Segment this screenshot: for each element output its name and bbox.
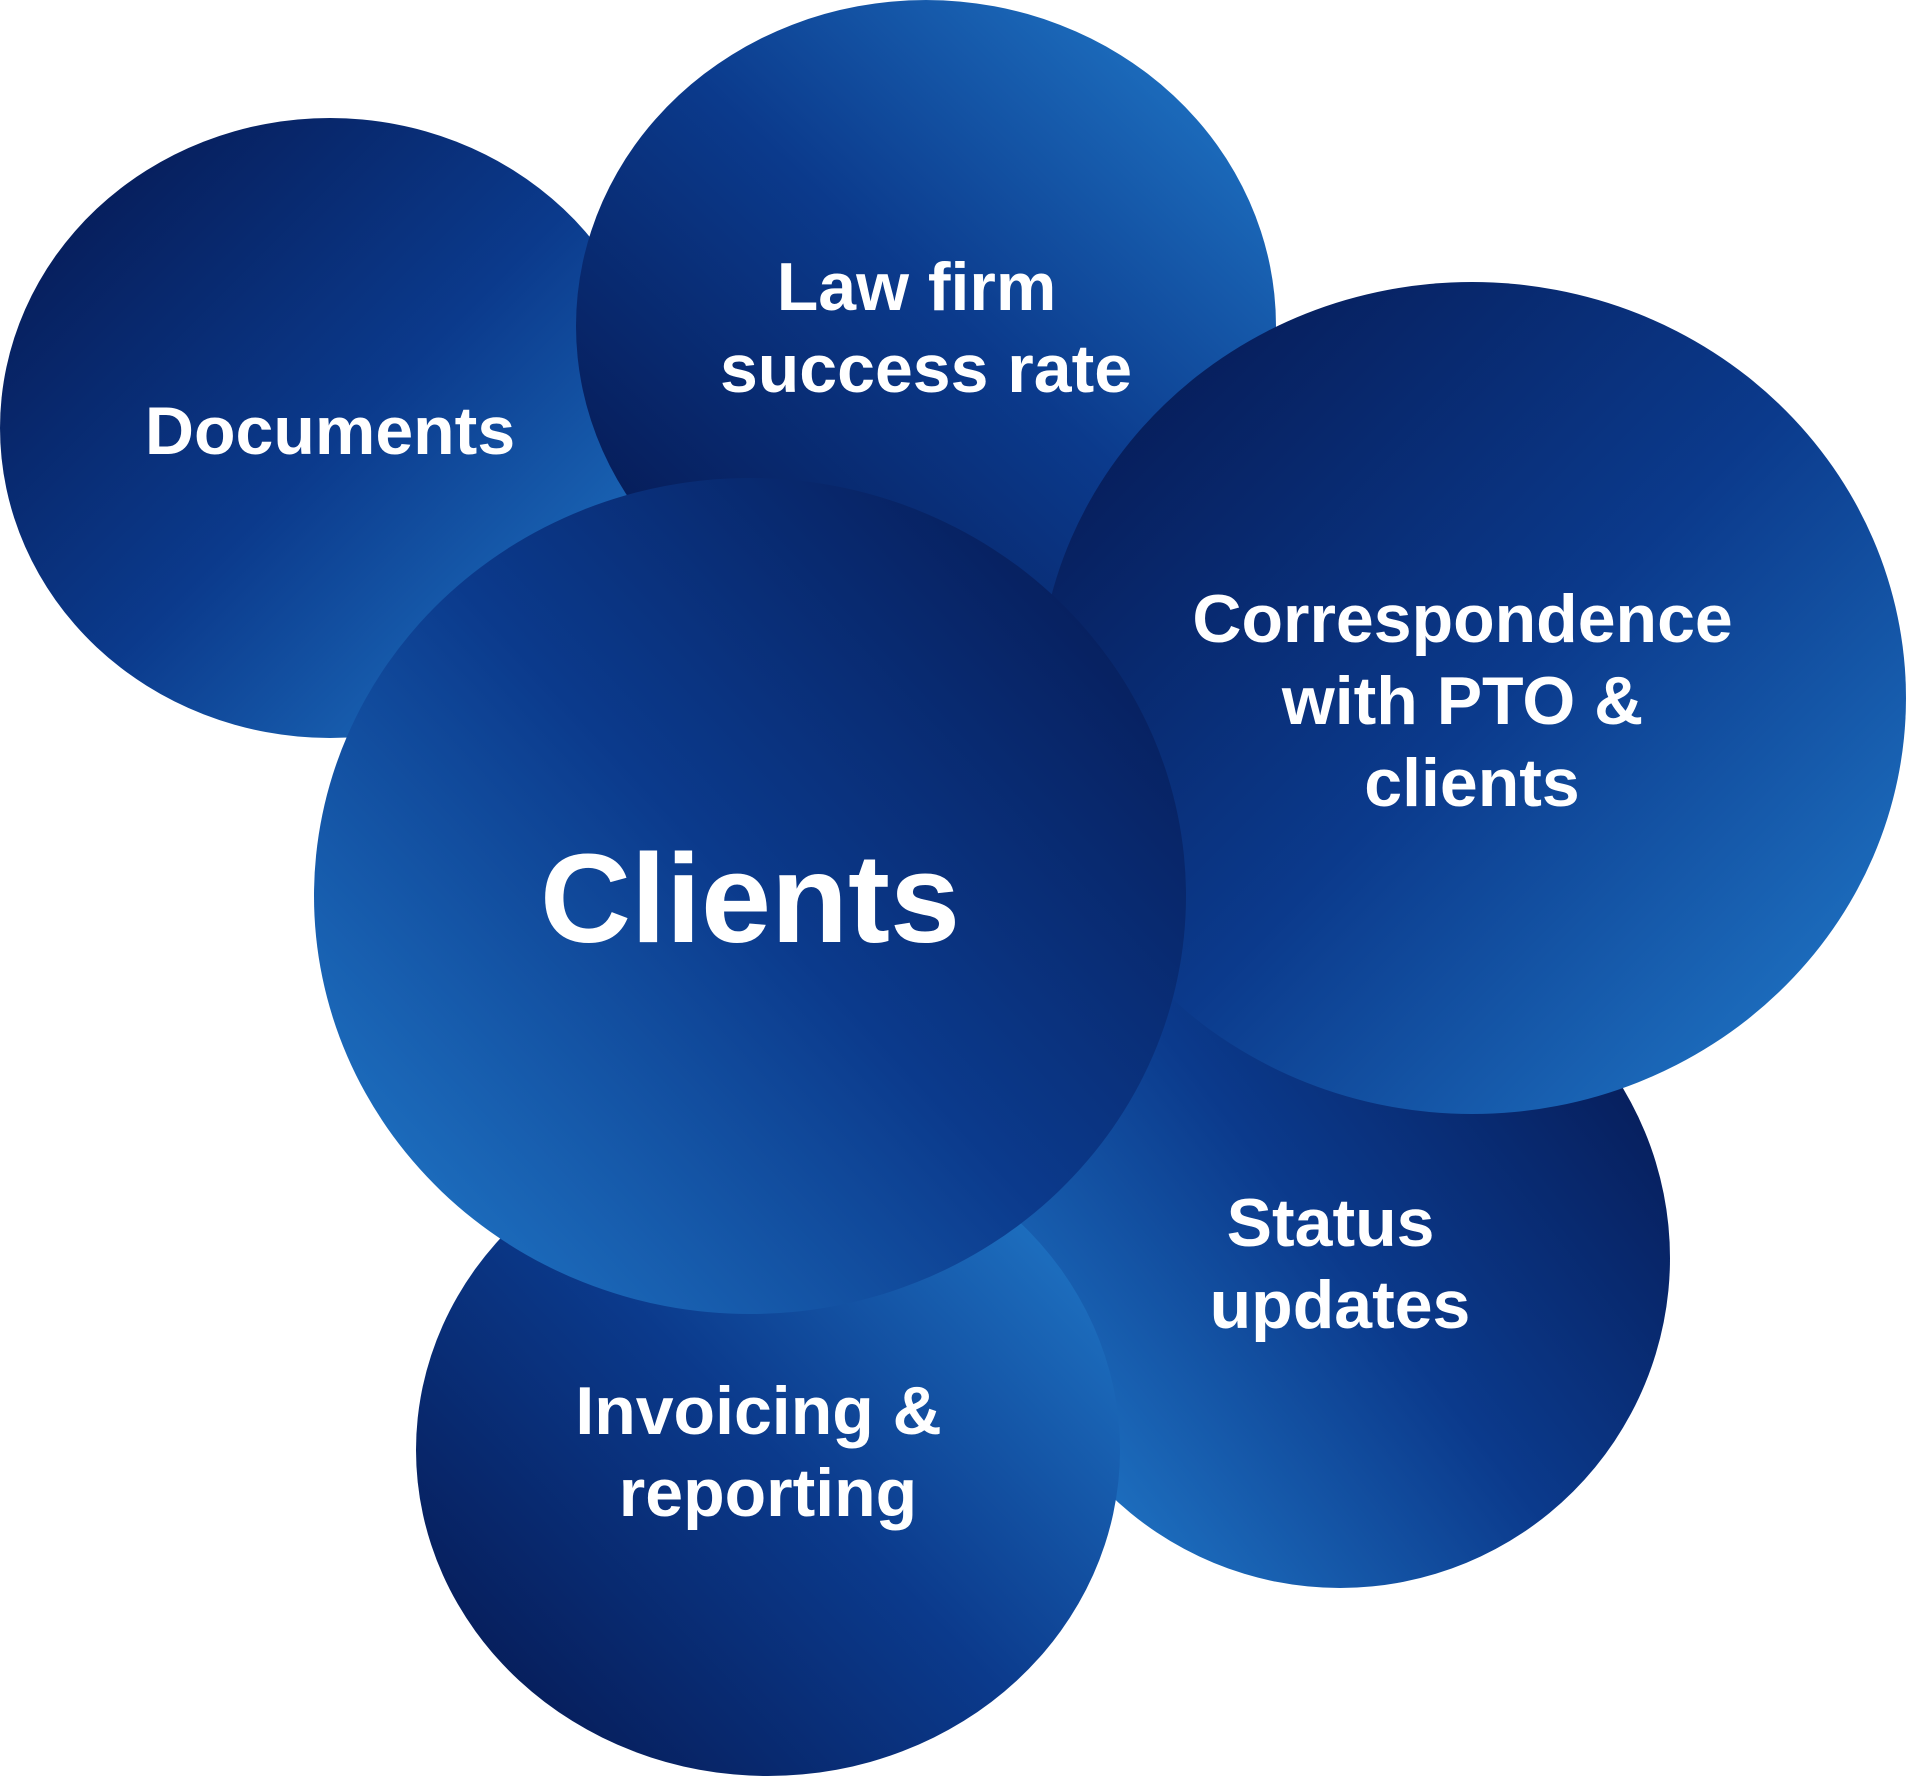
circle-status-label: Status updates	[1210, 1185, 1471, 1343]
invoicing-line-1: Invoicing &	[575, 1373, 941, 1449]
status-line-2: updates	[1210, 1267, 1471, 1343]
documents-line-1: Documents	[145, 393, 515, 469]
circle-invoicing-reporting: Invoicing & reporting	[416, 1124, 1120, 1776]
circle-correspondence-label: Correspondence with PTO & clients	[1192, 581, 1751, 821]
circle-invoicing-shape	[416, 1124, 1120, 1776]
circle-law-firm-label: Law firm success rate	[720, 249, 1132, 407]
circle-clients-label: Clients	[540, 828, 960, 969]
clients-line-1: Clients	[540, 828, 960, 969]
status-line-1: Status	[1227, 1185, 1435, 1261]
invoicing-line-2: reporting	[619, 1455, 917, 1531]
circle-correspondence-shape	[1038, 282, 1906, 1114]
law-firm-line-2: success rate	[720, 331, 1132, 407]
law-firm-line-1: Law firm	[777, 249, 1057, 325]
circle-documents-label: Documents	[145, 393, 515, 469]
circle-correspondence: Correspondence with PTO & clients	[1038, 282, 1906, 1114]
circle-clients-shape	[314, 478, 1186, 1314]
correspondence-line-1: Correspondence	[1192, 581, 1732, 657]
correspondence-line-3: clients	[1364, 745, 1579, 821]
correspondence-line-2: with PTO &	[1281, 663, 1643, 739]
circle-clients: Clients	[314, 478, 1186, 1314]
circle-invoicing-label: Invoicing & reporting	[575, 1373, 960, 1531]
